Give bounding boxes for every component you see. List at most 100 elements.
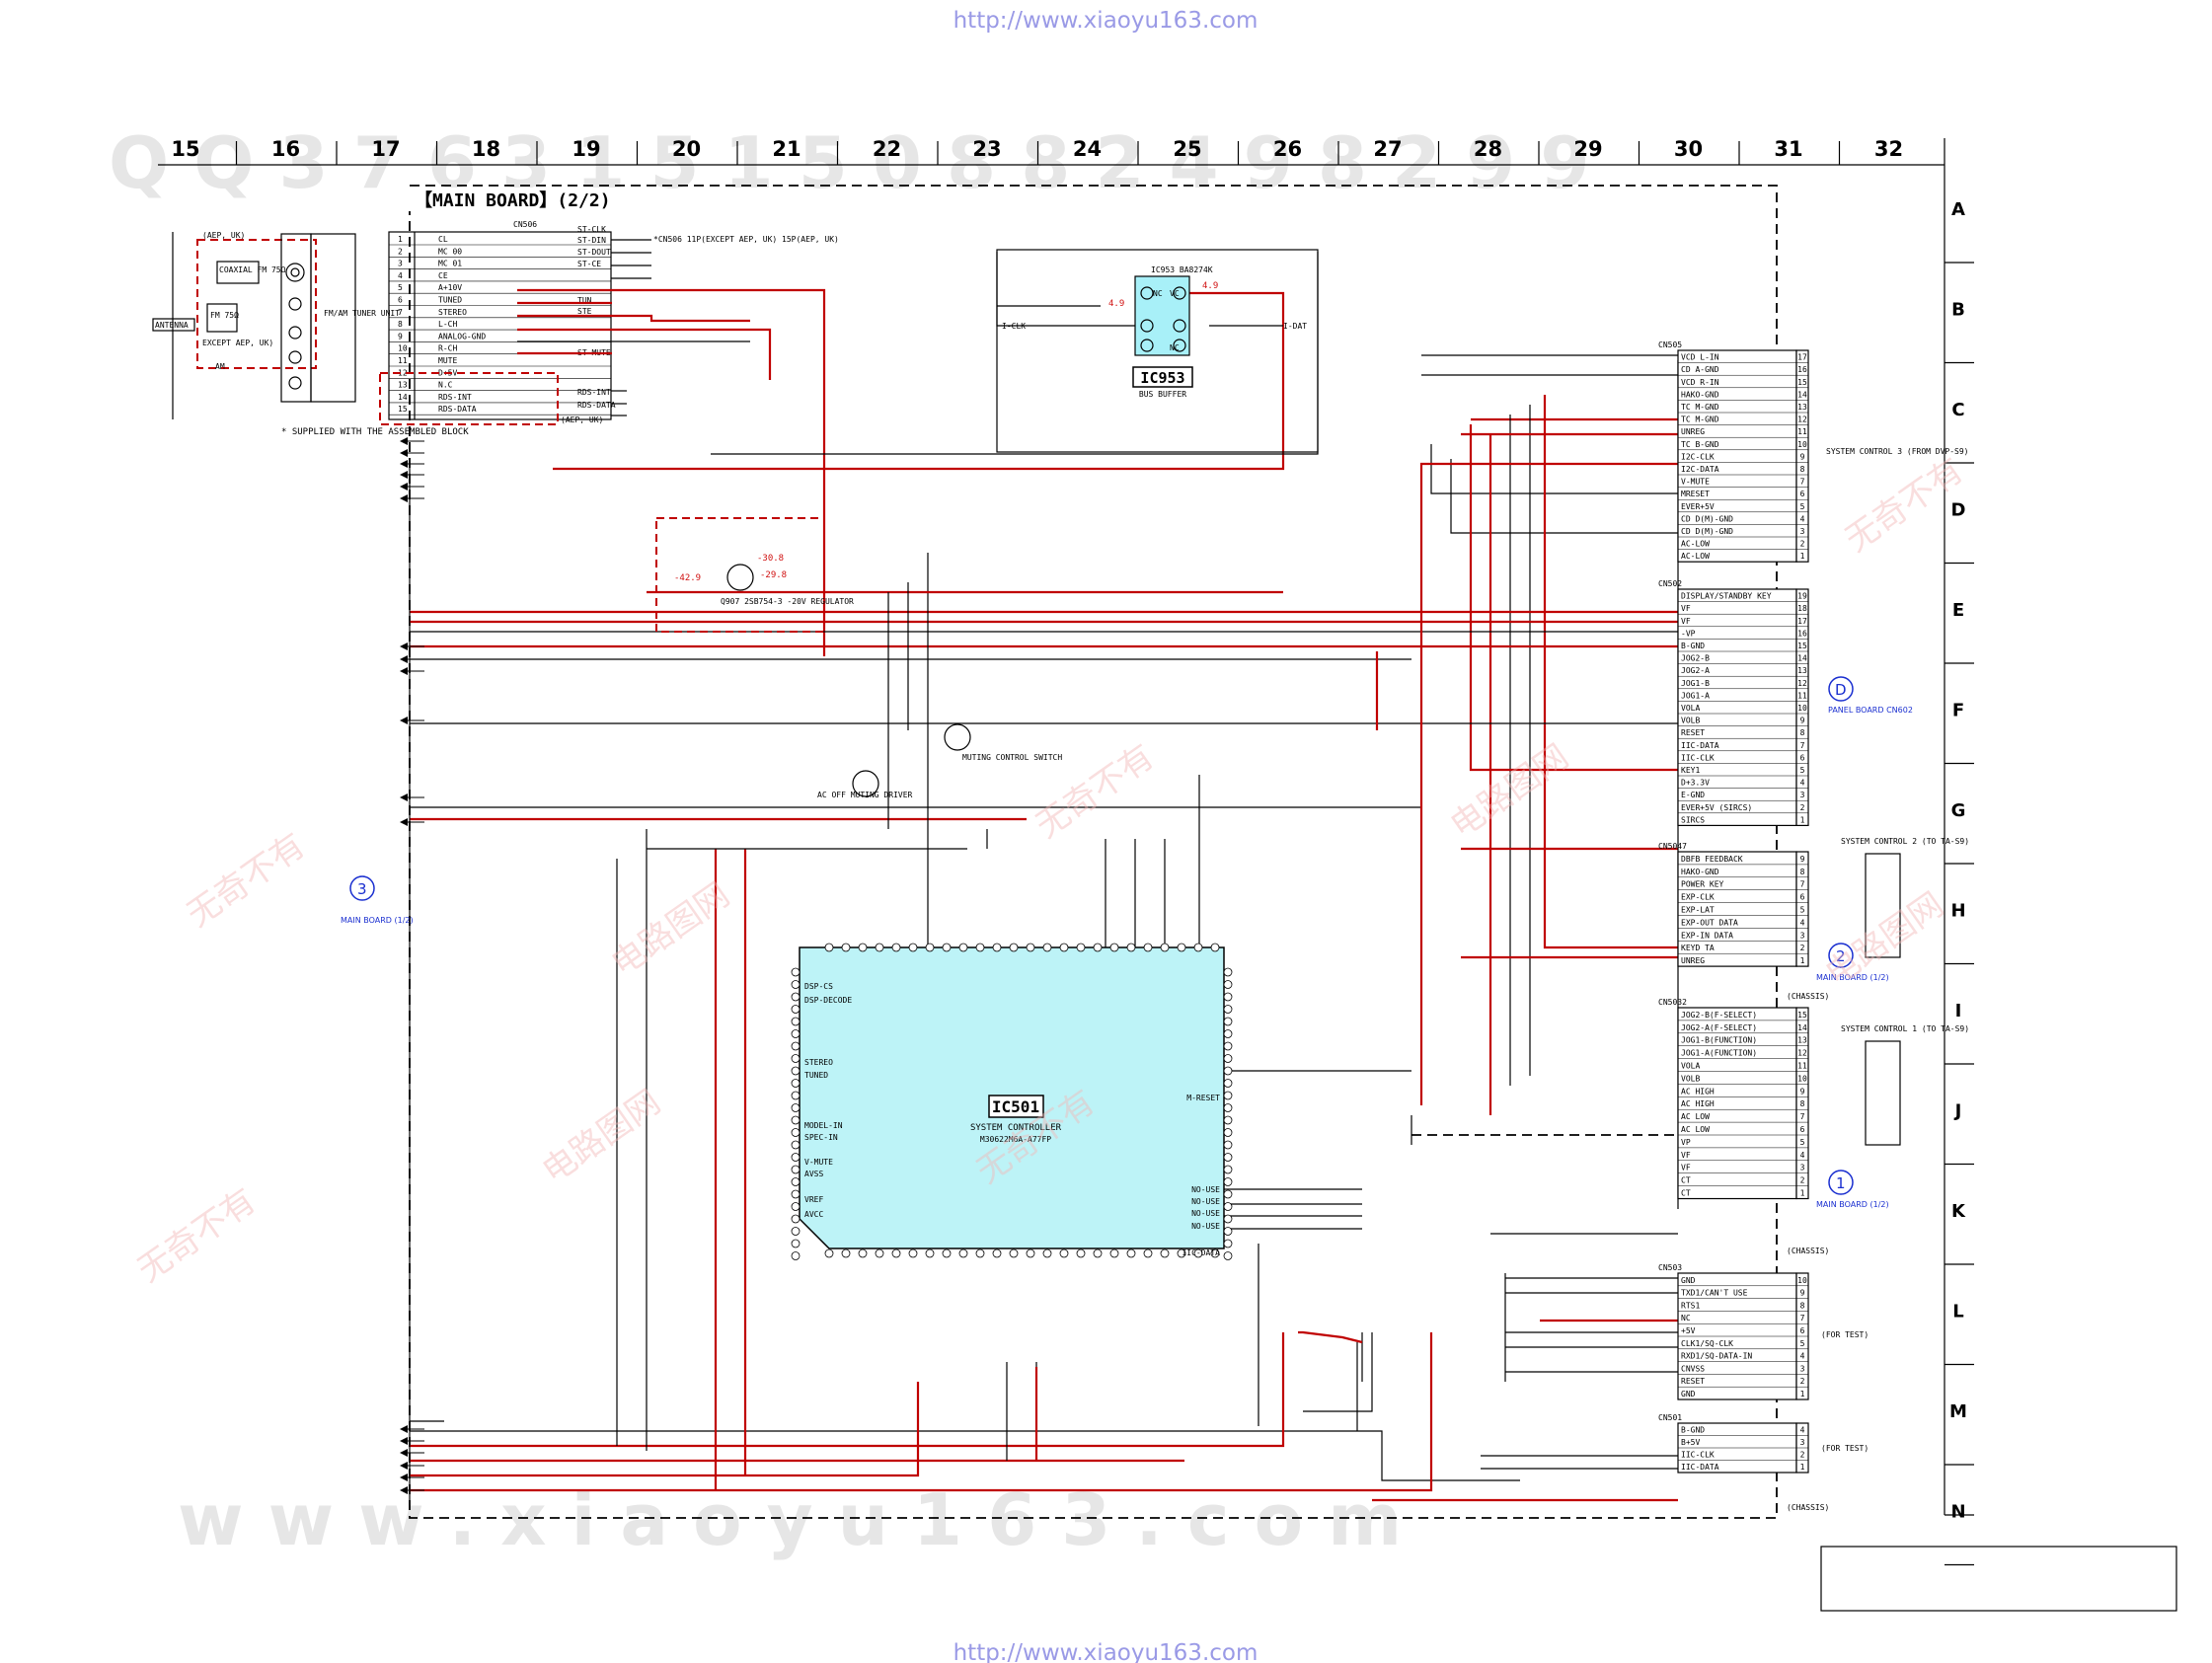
grid-row-label: G <box>1951 800 1966 821</box>
cn502-pin-number: 19 <box>1797 592 1807 601</box>
cn502-pin-number: 6 <box>1800 753 1805 762</box>
grid-column-label: 17 <box>371 137 400 161</box>
ic501-left-pin <box>791 1140 801 1150</box>
regulator-block: Q907 2SB754-3 -20V REGULATOR -30.8 -29.8… <box>655 517 854 633</box>
main-board-refs: 3 MAIN BOARD (1/2) 2 MAIN BOARD (1/2) 1 … <box>341 875 1889 1209</box>
ref-1-num: 1 <box>1836 1174 1846 1192</box>
cn505-pin: TC B-GND <box>1681 440 1719 449</box>
grid-column-label: 28 <box>1474 137 1502 161</box>
chinese-watermark: 无奇不有 <box>180 826 312 936</box>
ic501-bottom-pin <box>1210 1248 1220 1258</box>
cn506-note: *CN506 11P(EXCEPT AEP, UK) 15P(AEP, UK) <box>653 235 839 244</box>
cn503-name: CN503 <box>1658 1263 1682 1272</box>
grid-column-label: 23 <box>972 137 1001 161</box>
ic501-right-label: NO-USE <box>1191 1209 1220 1218</box>
cn503-pin-number: 1 <box>1800 1390 1805 1398</box>
cn5032-side-label: SYSTEM CONTROL 1 (TO TA-S9) <box>1841 1024 1969 1033</box>
cn505-side-label: SYSTEM CONTROL 3 (FROM DVP-S9) <box>1826 447 1969 456</box>
grid-column-label: 19 <box>572 137 600 161</box>
cn502-pin: JOG2-A <box>1681 666 1710 675</box>
connector-arrow <box>400 818 408 826</box>
bottom-url[interactable]: http://www.xiaoyu163.com <box>953 1640 1259 1663</box>
connector-arrow <box>400 471 408 479</box>
cn506-pin-name: TUNED <box>438 296 462 305</box>
ic501-top-pin <box>1109 943 1119 952</box>
ic501-top-pin <box>1193 943 1203 952</box>
cn502-pin: DISPLAY/STANDBY KEY <box>1681 592 1772 601</box>
ic501-bottom-pin <box>1093 1248 1103 1258</box>
ic501-top-pin <box>1177 943 1186 952</box>
connector-arrow <box>400 655 408 663</box>
cn505-pin-number: 7 <box>1800 478 1805 487</box>
cn502-pin-number: 17 <box>1797 617 1807 626</box>
ic501-desc: SYSTEM CONTROLLER <box>970 1123 1062 1133</box>
cn502-pin: VF <box>1681 617 1691 626</box>
cn5047-pin-number: 3 <box>1800 931 1805 940</box>
cn5032-pin: JOG2-A(F-SELECT) <box>1681 1023 1757 1032</box>
chinese-watermark: 电路图网 <box>604 875 736 985</box>
cn505-pin: V-MUTE <box>1681 478 1710 487</box>
reg-v1: -30.8 <box>757 554 784 564</box>
cn505-pin-number: 6 <box>1800 490 1805 498</box>
cn5032-name: CN5032 <box>1658 998 1687 1007</box>
ic501-right-pin <box>1223 1091 1233 1100</box>
tuner-signal-label: ST-CLK <box>577 225 606 234</box>
aep-uk-label: (AEP, UK) <box>202 231 245 240</box>
ic501-top-pin <box>975 943 985 952</box>
ic501-top-pin <box>1126 943 1136 952</box>
cn505-pin-number: 13 <box>1797 403 1807 412</box>
ic501-left-pin <box>791 1214 801 1224</box>
cn503-pin: RXD1/SQ-DATA-IN <box>1681 1352 1752 1361</box>
cn505-pin-number: 11 <box>1797 427 1807 436</box>
chassis-label-1: (CHASSIS) <box>1787 1247 1829 1255</box>
ic953-desc: BUS BUFFER <box>1139 390 1186 399</box>
am-label: AM <box>215 362 225 371</box>
coaxial-label: COAXIAL FM 75Ω <box>219 265 286 274</box>
cn503-side-label: (FOR TEST) <box>1821 1330 1869 1339</box>
grid-column-label: 21 <box>772 137 801 161</box>
connector-arrow <box>400 460 408 468</box>
ic501-left-pin <box>791 1251 801 1260</box>
cn505-pin: VCD R-IN <box>1681 378 1719 387</box>
ac-off-label: AC OFF MUTING DRIVER <box>817 791 913 799</box>
connector-arrow <box>400 1437 408 1445</box>
cn506-pin-name: STEREO <box>438 308 467 317</box>
ic501-left-pin <box>791 1165 801 1174</box>
cn506-pin-number: 10 <box>398 344 408 353</box>
cn502-pin-number: 18 <box>1797 604 1807 613</box>
cn5047-pin-number: 5 <box>1800 906 1805 915</box>
ic501-right-pin <box>1223 1115 1233 1125</box>
grid-column-label: 20 <box>672 137 701 161</box>
cn506-pin-number: 4 <box>398 271 403 280</box>
cn506-pin-name: CL <box>438 235 448 244</box>
cn502-pin: SIRCS <box>1681 815 1705 824</box>
cn5032-pin: AC HIGH <box>1681 1099 1715 1108</box>
cn505-pin-number: 8 <box>1800 465 1805 474</box>
ic501-left-pin <box>791 992 801 1002</box>
cn5032-pin-number: 3 <box>1800 1164 1805 1172</box>
ic501-right-label: M-RESET <box>1186 1094 1220 1102</box>
cn503-pin: GND <box>1681 1390 1696 1398</box>
grid-row-label: N <box>1950 1502 1965 1523</box>
grid-row-label: B <box>1951 300 1965 321</box>
cn506-pin-number: 5 <box>398 283 403 292</box>
connector-arrow <box>400 483 408 491</box>
cn5032-pin-number: 15 <box>1797 1011 1807 1020</box>
except-aep-label: EXCEPT AEP, UK) <box>202 339 273 347</box>
connector-arrow <box>400 1486 408 1494</box>
connector-arrow <box>400 667 408 675</box>
cn505-pin-number: 5 <box>1800 502 1805 511</box>
ic501-bottom-pin <box>1059 1248 1069 1258</box>
ic501-left-label: STEREO <box>804 1058 833 1067</box>
ic501-left-pin <box>791 1005 801 1014</box>
cn506-label: CN506 <box>513 220 537 229</box>
grid-row-label: H <box>1950 901 1965 922</box>
cn503-pin-number: 7 <box>1800 1314 1805 1323</box>
top-url[interactable]: http://www.xiaoyu163.com <box>953 8 1259 34</box>
cn5047-pin-number: 9 <box>1800 855 1805 864</box>
cn506-pin-number: 7 <box>398 308 403 317</box>
cn5032-pin: JOG1-A(FUNCTION) <box>1681 1049 1757 1058</box>
cn503-pin-number: 6 <box>1800 1326 1805 1335</box>
connector-arrow <box>400 717 408 724</box>
cn5047-pin: EXP-OUT DATA <box>1681 918 1738 927</box>
